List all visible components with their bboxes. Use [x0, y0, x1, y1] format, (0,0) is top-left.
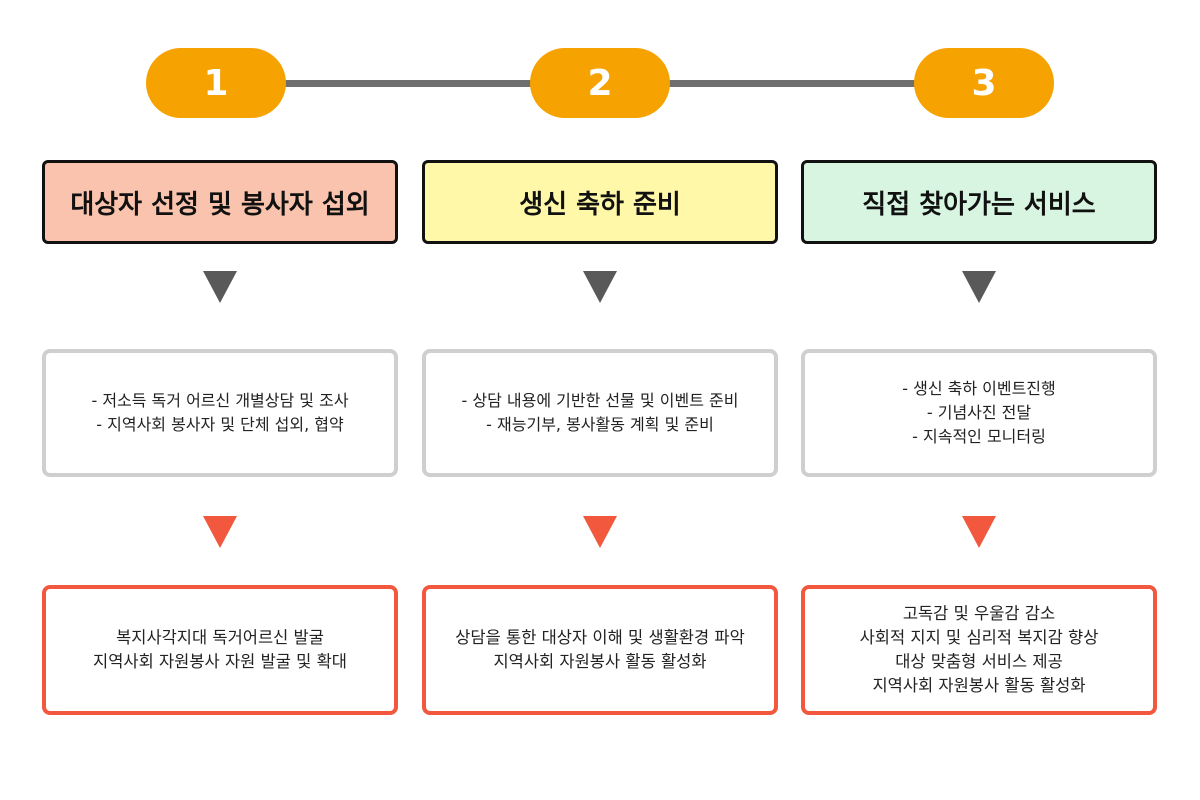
activity-line: - 상담 내용에 기반한 선물 및 이벤트 준비 — [461, 391, 739, 410]
step-connector-1-2 — [270, 80, 550, 87]
step-title-2: 생신 축하 준비 — [422, 160, 778, 244]
result-line: 복지사각지대 독거어르신 발굴 — [116, 628, 324, 647]
step-activities-3: - 생신 축하 이벤트진행 - 기념사진 전달 - 지속적인 모니터링 — [801, 349, 1157, 477]
down-arrow-icon — [203, 271, 237, 303]
activity-line: - 재능기부, 봉사활동 계획 및 준비 — [486, 415, 714, 434]
activity-line: - 기념사진 전달 — [926, 403, 1032, 422]
down-arrow-icon — [203, 516, 237, 548]
activity-line: - 지속적인 모니터링 — [912, 427, 1046, 446]
result-line: 고독감 및 우울감 감소 — [902, 604, 1056, 623]
down-arrow-icon — [962, 516, 996, 548]
step-badge-2: 2 — [530, 48, 670, 118]
down-arrow-icon — [583, 271, 617, 303]
step-activities-2: - 상담 내용에 기반한 선물 및 이벤트 준비 - 재능기부, 봉사활동 계획… — [422, 349, 778, 477]
result-line: 사회적 지지 및 심리적 복지감 향상 — [859, 628, 1099, 647]
step-title-1: 대상자 선정 및 봉사자 섭외 — [42, 160, 398, 244]
down-arrow-icon — [962, 271, 996, 303]
activity-line: - 지역사회 봉사자 및 단체 섭외, 협약 — [96, 415, 344, 434]
step-activities-1: - 저소득 독거 어르신 개별상담 및 조사 - 지역사회 봉사자 및 단체 섭… — [42, 349, 398, 477]
down-arrow-icon — [583, 516, 617, 548]
result-line: 지역사회 자원봉사 활동 활성화 — [493, 652, 707, 671]
step-badge-3: 3 — [914, 48, 1054, 118]
activity-line: - 생신 축하 이벤트진행 — [902, 379, 1056, 398]
step-results-3: 고독감 및 우울감 감소 사회적 지지 및 심리적 복지감 향상 대상 맞춤형 … — [801, 585, 1157, 715]
result-line: 상담을 통한 대상자 이해 및 생활환경 파악 — [455, 628, 745, 647]
step-results-1: 복지사각지대 독거어르신 발굴 지역사회 자원봉사 자원 발굴 및 확대 — [42, 585, 398, 715]
activity-line: - 저소득 독거 어르신 개별상담 및 조사 — [91, 391, 349, 410]
step-badge-1: 1 — [146, 48, 286, 118]
result-line: 대상 맞춤형 서비스 제공 — [895, 652, 1063, 671]
step-title-3: 직접 찾아가는 서비스 — [801, 160, 1157, 244]
step-results-2: 상담을 통한 대상자 이해 및 생활환경 파악 지역사회 자원봉사 활동 활성화 — [422, 585, 778, 715]
result-line: 지역사회 자원봉사 자원 발굴 및 확대 — [93, 652, 347, 671]
result-line: 지역사회 자원봉사 활동 활성화 — [872, 676, 1086, 695]
step-connector-2-3 — [650, 80, 940, 87]
